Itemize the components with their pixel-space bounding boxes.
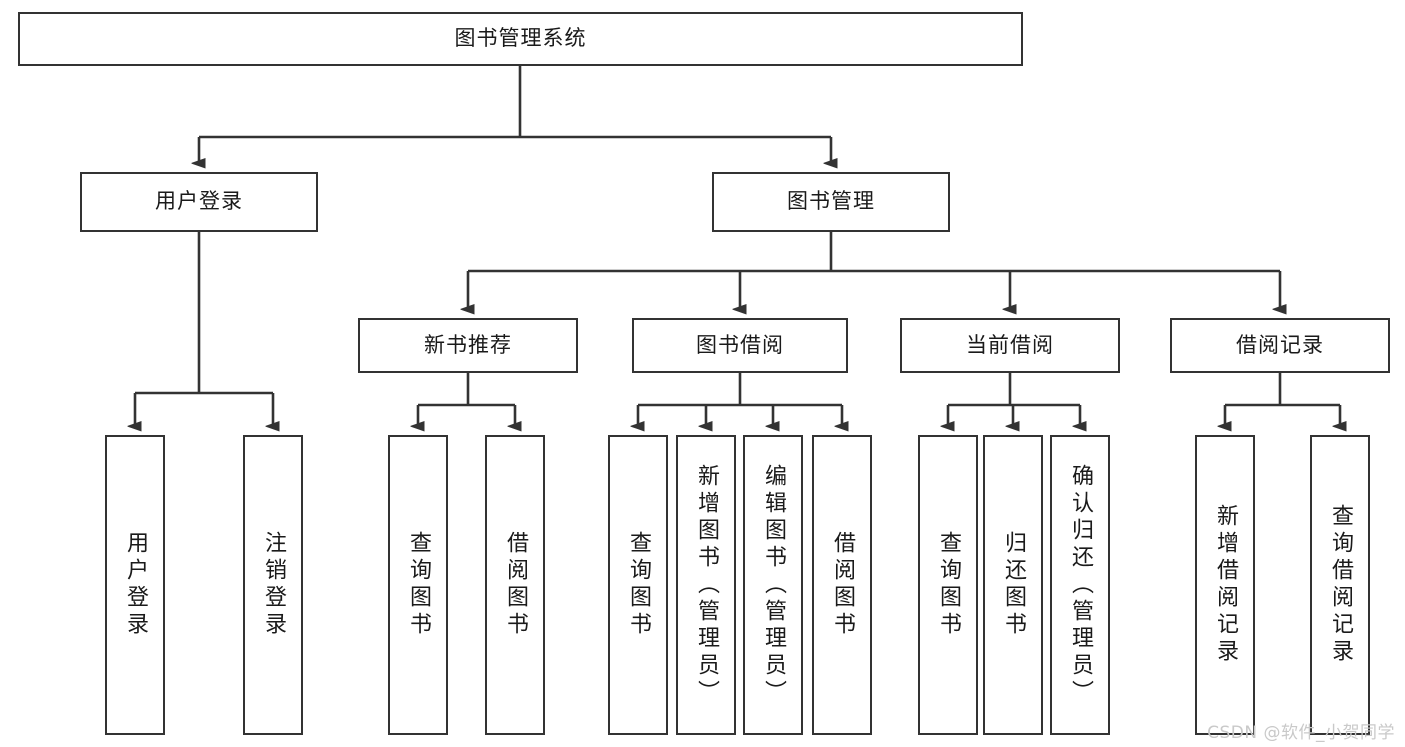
node-new-book-recommend-label: 新书推荐	[424, 332, 512, 357]
node-leaf-borrow-book-a-label: 借阅图书	[503, 531, 528, 639]
node-leaf-query-book-a-label: 查询图书	[406, 531, 431, 639]
node-root-label: 图书管理系统	[454, 26, 587, 51]
node-leaf-query-book-c-label: 查询图书	[936, 531, 961, 639]
node-leaf-confirm-return[interactable]: 确认归还（管理员）	[1050, 435, 1110, 735]
node-leaf-query-book-b-label: 查询图书	[626, 531, 651, 639]
node-user-login[interactable]: 用户登录	[80, 172, 318, 232]
node-leaf-user-logout-label: 注销登录	[261, 531, 286, 639]
node-book-borrow[interactable]: 图书借阅	[632, 318, 848, 373]
node-new-book-recommend[interactable]: 新书推荐	[358, 318, 578, 373]
node-leaf-confirm-return-label: 确认归还（管理员）	[1068, 463, 1093, 707]
node-book-manage[interactable]: 图书管理	[712, 172, 950, 232]
node-leaf-edit-book[interactable]: 编辑图书（管理员）	[743, 435, 803, 735]
node-current-borrow-label: 当前借阅	[966, 332, 1054, 357]
node-leaf-add-record[interactable]: 新增借阅记录	[1195, 435, 1255, 735]
node-leaf-add-record-label: 新增借阅记录	[1213, 504, 1238, 666]
node-leaf-query-book-b[interactable]: 查询图书	[608, 435, 668, 735]
node-book-manage-label: 图书管理	[787, 189, 875, 214]
node-leaf-user-login-label: 用户登录	[123, 531, 148, 639]
node-leaf-query-record[interactable]: 查询借阅记录	[1310, 435, 1370, 735]
node-user-login-label: 用户登录	[155, 189, 243, 214]
node-leaf-user-login[interactable]: 用户登录	[105, 435, 165, 735]
node-leaf-edit-book-label: 编辑图书（管理员）	[761, 463, 786, 707]
node-current-borrow[interactable]: 当前借阅	[900, 318, 1120, 373]
node-book-borrow-label: 图书借阅	[696, 332, 784, 357]
node-borrow-record-label: 借阅记录	[1236, 332, 1324, 357]
node-root[interactable]: 图书管理系统	[18, 12, 1023, 66]
node-leaf-add-book-label: 新增图书（管理员）	[694, 463, 719, 707]
node-leaf-return-book[interactable]: 归还图书	[983, 435, 1043, 735]
node-leaf-query-record-label: 查询借阅记录	[1328, 504, 1353, 666]
node-leaf-borrow-book-b[interactable]: 借阅图书	[812, 435, 872, 735]
node-borrow-record[interactable]: 借阅记录	[1170, 318, 1390, 373]
node-leaf-query-book-a[interactable]: 查询图书	[388, 435, 448, 735]
node-leaf-borrow-book-b-label: 借阅图书	[830, 531, 855, 639]
node-leaf-borrow-book-a[interactable]: 借阅图书	[485, 435, 545, 735]
node-leaf-return-book-label: 归还图书	[1001, 531, 1026, 639]
node-leaf-query-book-c[interactable]: 查询图书	[918, 435, 978, 735]
watermark-text: CSDN @软件_小贺同学	[1207, 723, 1395, 743]
node-leaf-user-logout[interactable]: 注销登录	[243, 435, 303, 735]
node-leaf-add-book[interactable]: 新增图书（管理员）	[676, 435, 736, 735]
